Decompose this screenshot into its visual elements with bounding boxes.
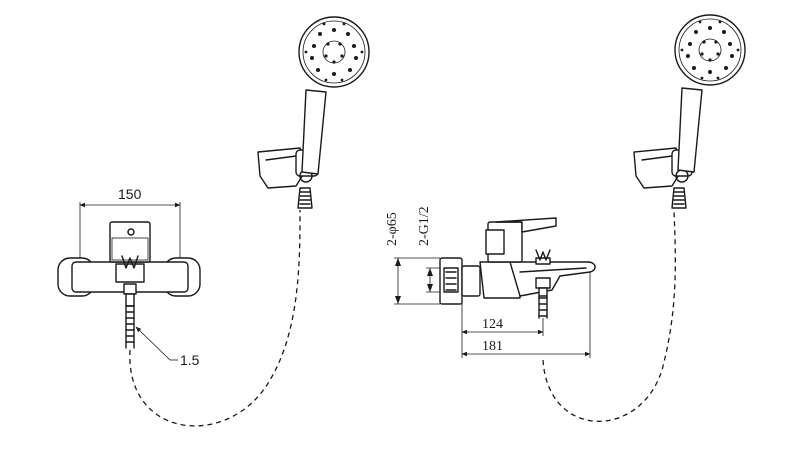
dim-150 <box>79 202 181 258</box>
thread-size-label: 2-G1/2 <box>417 206 432 246</box>
hose-leader <box>135 326 171 361</box>
showerhead-nozzles-right <box>680 20 740 80</box>
wall-fitting-dia-label: 2-φ65 <box>385 212 400 246</box>
dim-150-label: 150 <box>118 186 142 202</box>
total-depth-label: 181 <box>482 339 503 354</box>
dim-horizontal <box>461 272 591 358</box>
front-view: 150 1.5 <box>57 16 370 427</box>
dim-vertical <box>394 257 444 305</box>
mixer-body-side <box>479 217 596 319</box>
handheld-shower-left <box>297 16 370 209</box>
mixer-body-front <box>57 221 201 349</box>
handheld-shower-right <box>671 14 746 209</box>
hose-gauge-label: 1.5 <box>180 352 200 368</box>
hose-right <box>542 211 676 422</box>
hose-left <box>129 209 301 427</box>
centre-to-outlet-label: 124 <box>482 317 503 332</box>
wall-connector <box>439 257 481 305</box>
showerhead-nozzles-left <box>304 22 364 82</box>
side-view: 2-φ65 2-G1/2 <box>385 14 746 422</box>
